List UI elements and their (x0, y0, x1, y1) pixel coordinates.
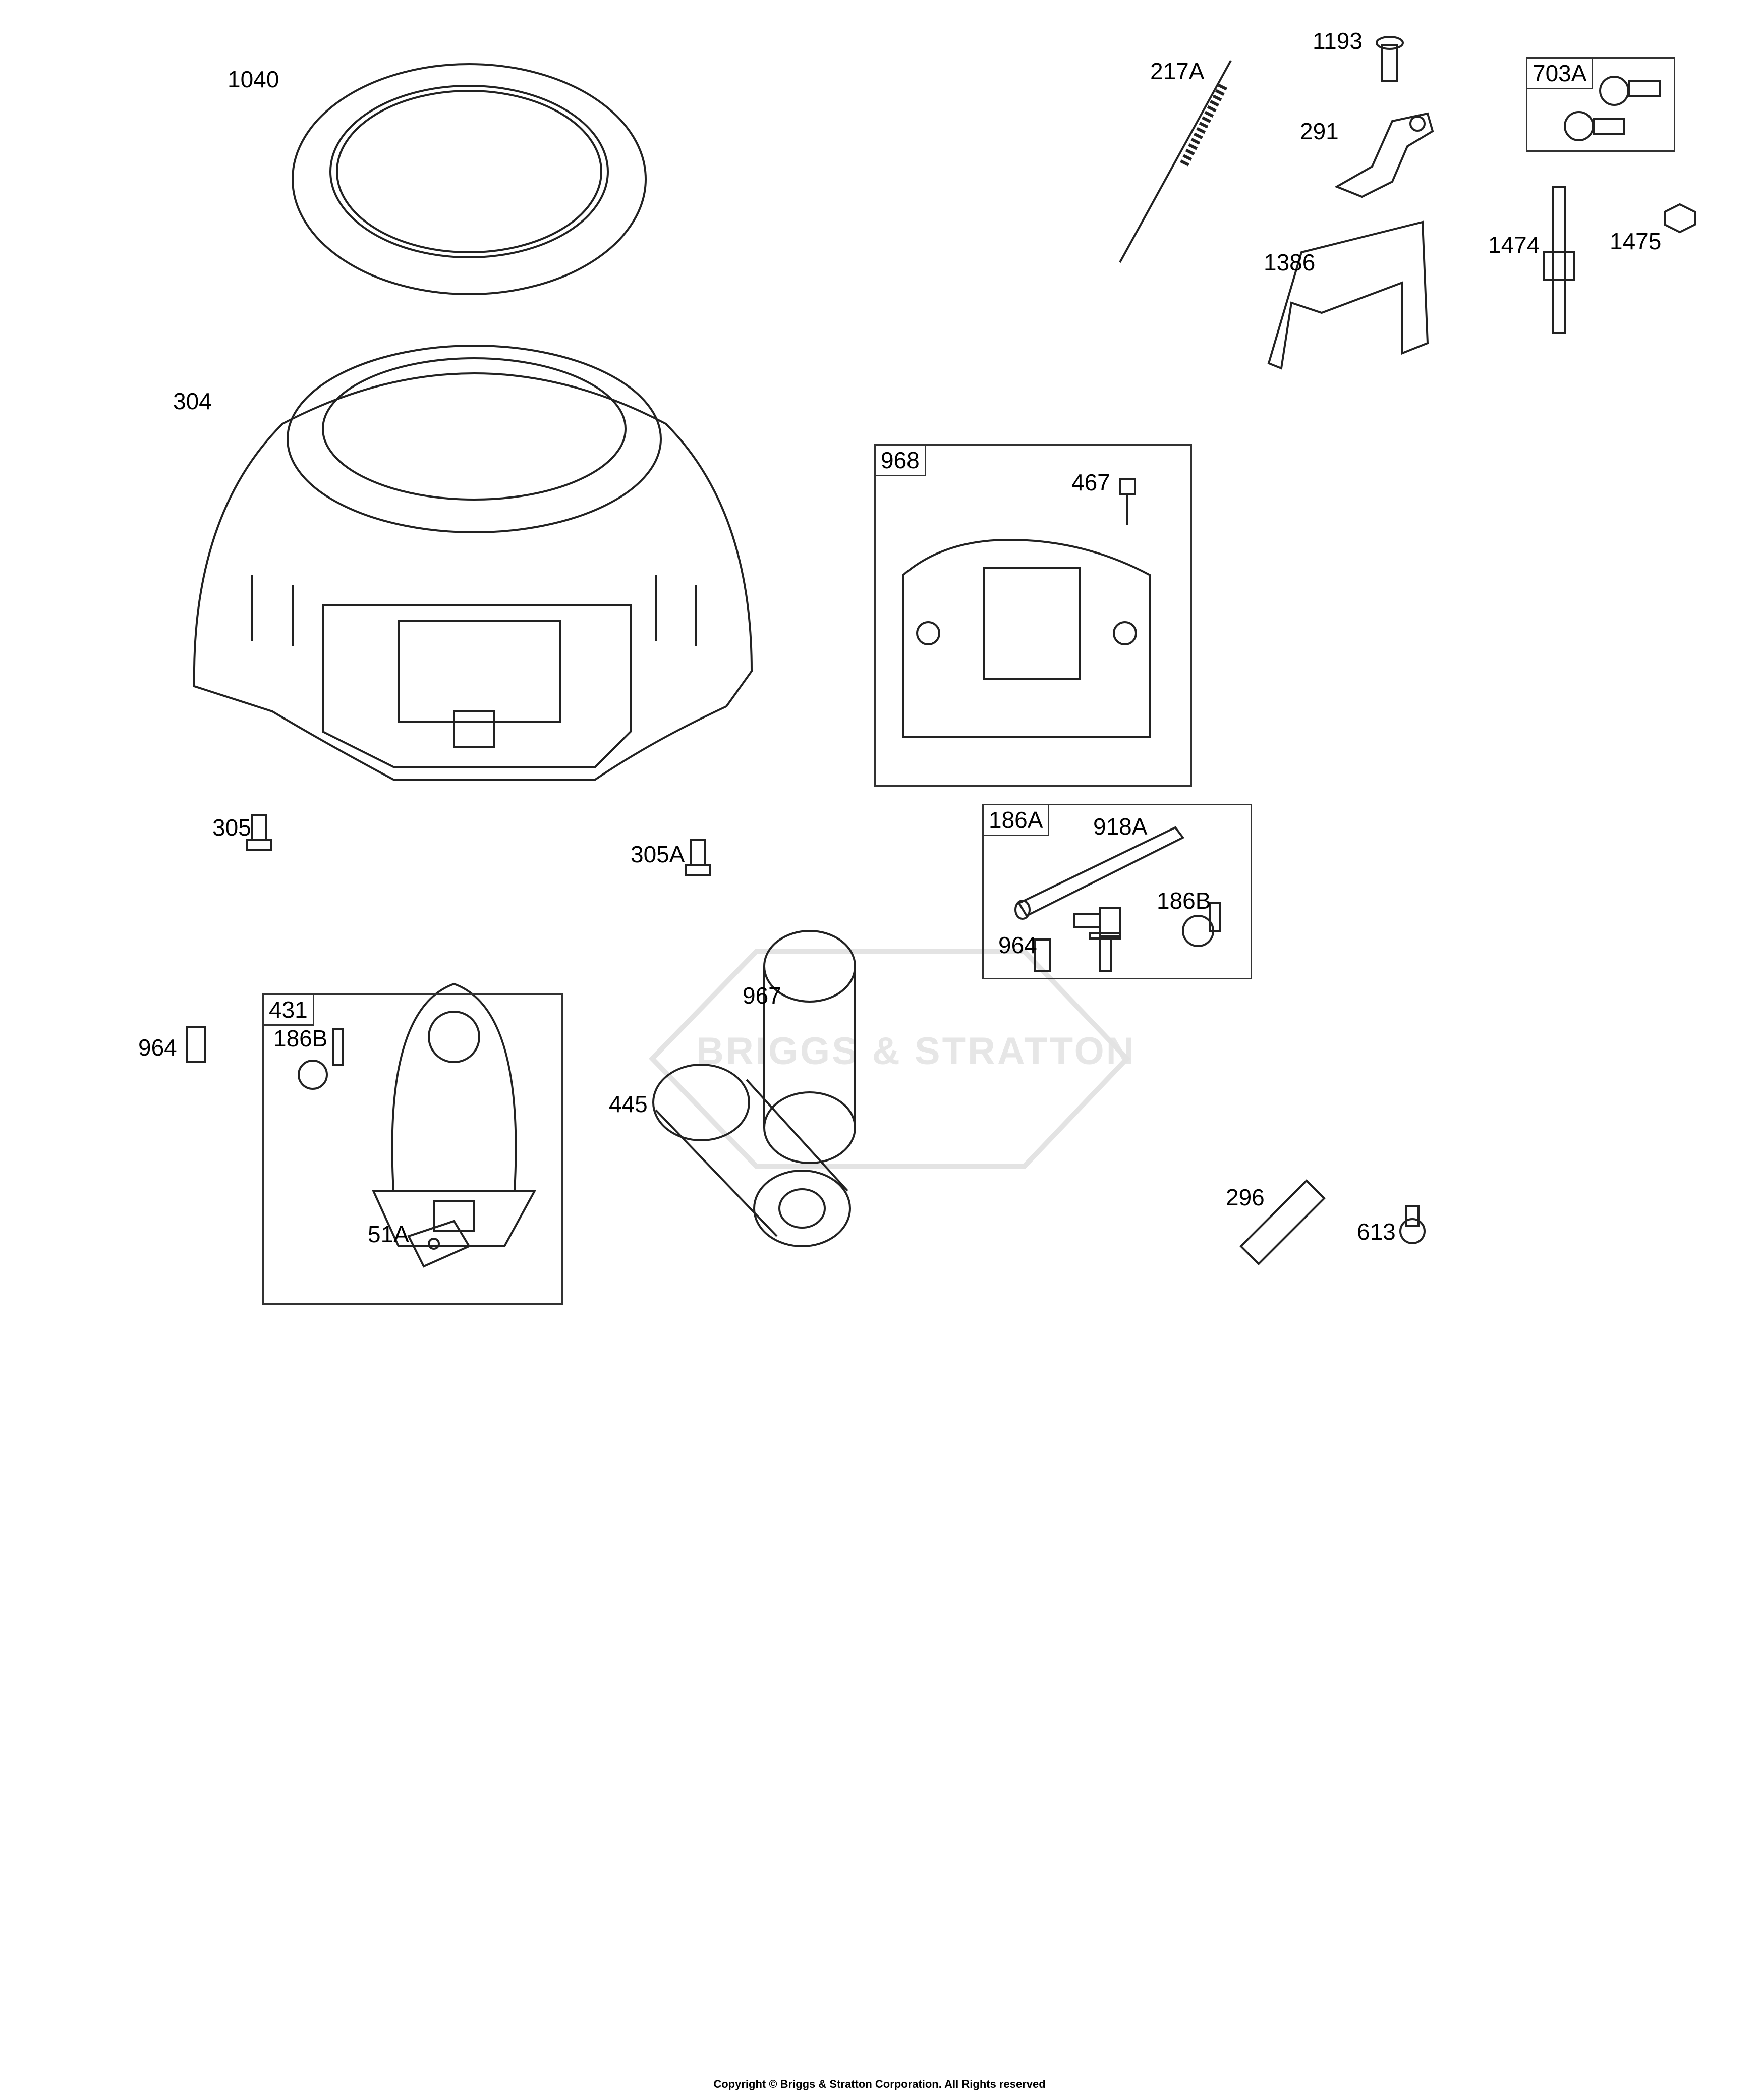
callout-467: 467 (1071, 469, 1110, 495)
part-fitting-elbow (1073, 907, 1121, 972)
part-1386-baffle (1267, 220, 1429, 370)
callout-1040: 1040 (228, 66, 279, 92)
kit-186A-label: 186A (984, 805, 1050, 836)
part-968-cover (902, 538, 1151, 738)
callout-1386: 1386 (1264, 249, 1316, 275)
callout-964: 964 (138, 1034, 177, 1061)
part-918A-hose (1014, 826, 1185, 920)
part-613-screw (1399, 1205, 1426, 1244)
part-445-air-filter (652, 1064, 851, 1247)
callout-964-kit: 964 (998, 932, 1037, 958)
kit-186A-box: 186A (982, 804, 1252, 979)
callout-304: 304 (173, 388, 212, 414)
callout-51A: 51A (368, 1221, 409, 1247)
part-217A-spring-link (1119, 60, 1232, 263)
callout-296: 296 (1226, 1184, 1265, 1210)
watermark-logo-outline (649, 949, 1130, 1169)
part-304-blower-housing (193, 345, 753, 781)
callout-291: 291 (1300, 118, 1339, 144)
part-186B-valve-kit (1182, 902, 1221, 947)
callout-1475: 1475 (1610, 228, 1662, 254)
part-703A-clips (1564, 76, 1661, 141)
callout-1193: 1193 (1313, 28, 1363, 54)
kit-703A-box: 703A (1526, 57, 1675, 152)
kit-968-label: 968 (876, 446, 926, 476)
callout-1474: 1474 (1488, 232, 1540, 258)
part-186B-valve (298, 1028, 344, 1090)
part-305-screw (246, 814, 272, 851)
kit-431-box: 431 (262, 993, 563, 1305)
part-431-air-cleaner-base (371, 982, 537, 1247)
kit-431-label: 431 (264, 995, 314, 1026)
part-1475-nut (1664, 203, 1696, 234)
callout-613: 613 (1357, 1219, 1396, 1245)
copyright-notice: Copyright © Briggs & Stratton Corporatio… (713, 2078, 1046, 2090)
part-296-pin (1239, 1179, 1326, 1265)
briggs-stratton-watermark: BRIGGS & STRATTON (696, 1030, 1136, 1073)
callout-918A: 918A (1093, 813, 1148, 840)
part-1193-screw (1376, 36, 1404, 82)
part-1474-stud (1543, 186, 1575, 334)
part-964-sleeve-kit (1034, 938, 1051, 972)
kit-968-box: 968 (874, 444, 1192, 787)
callout-967: 967 (743, 982, 781, 1009)
part-305A-screw (685, 839, 711, 876)
part-1040-ring (292, 63, 647, 295)
part-467-screw (1119, 478, 1136, 525)
callout-305: 305 (212, 814, 251, 841)
part-291-bracket (1334, 112, 1434, 198)
kit-703A-label: 703A (1527, 59, 1594, 89)
callout-445: 445 (609, 1091, 648, 1117)
part-51A-gasket (407, 1220, 471, 1268)
callout-186B: 186B (273, 1025, 328, 1052)
callout-186B-kit: 186B (1157, 888, 1211, 914)
callout-305A: 305A (631, 841, 685, 867)
part-964-sleeve (186, 1026, 206, 1063)
callout-217A: 217A (1150, 58, 1205, 84)
part-967-pre-filter (763, 930, 856, 1164)
